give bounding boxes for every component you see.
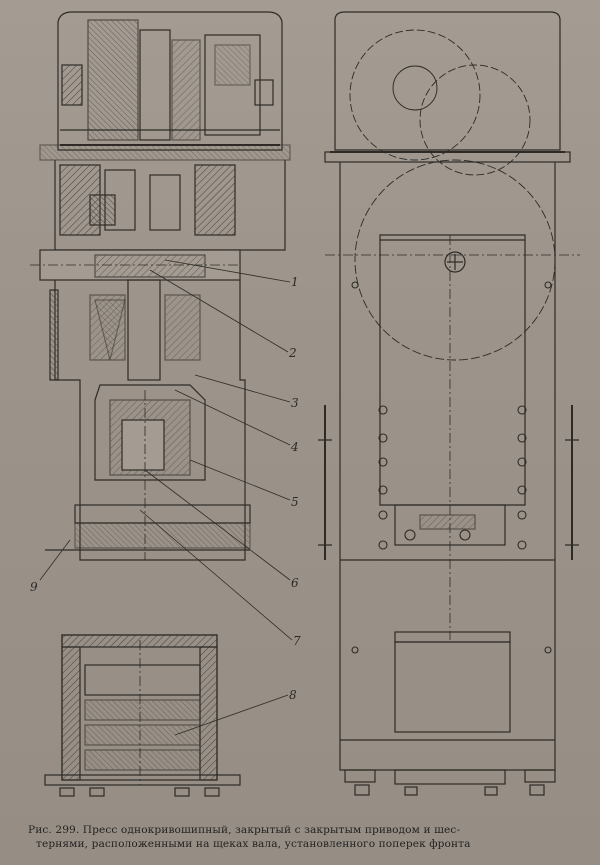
callout-3: 3	[291, 396, 299, 410]
callout-9: 9	[30, 580, 38, 594]
right-front-view	[318, 11, 580, 796]
callout-4: 4	[291, 440, 299, 454]
callout-7: 7	[293, 634, 301, 648]
callout-8: 8	[289, 688, 297, 702]
figure-caption: Рис. 299. Пресс однокривошипный, закрыты…	[28, 823, 588, 851]
left-section-view	[30, 11, 293, 797]
caption-line-2: тернями, расположенными на щеках вала, у…	[36, 838, 471, 850]
callout-1: 1	[291, 275, 299, 289]
caption-line-1: Рис. 299. Пресс однокривошипный, закрыты…	[28, 824, 461, 836]
callout-2: 2	[289, 346, 297, 360]
callout-6: 6	[291, 576, 299, 590]
drive-housing	[57, 11, 283, 151]
callout-5: 5	[291, 495, 299, 509]
front-housing	[334, 11, 561, 151]
